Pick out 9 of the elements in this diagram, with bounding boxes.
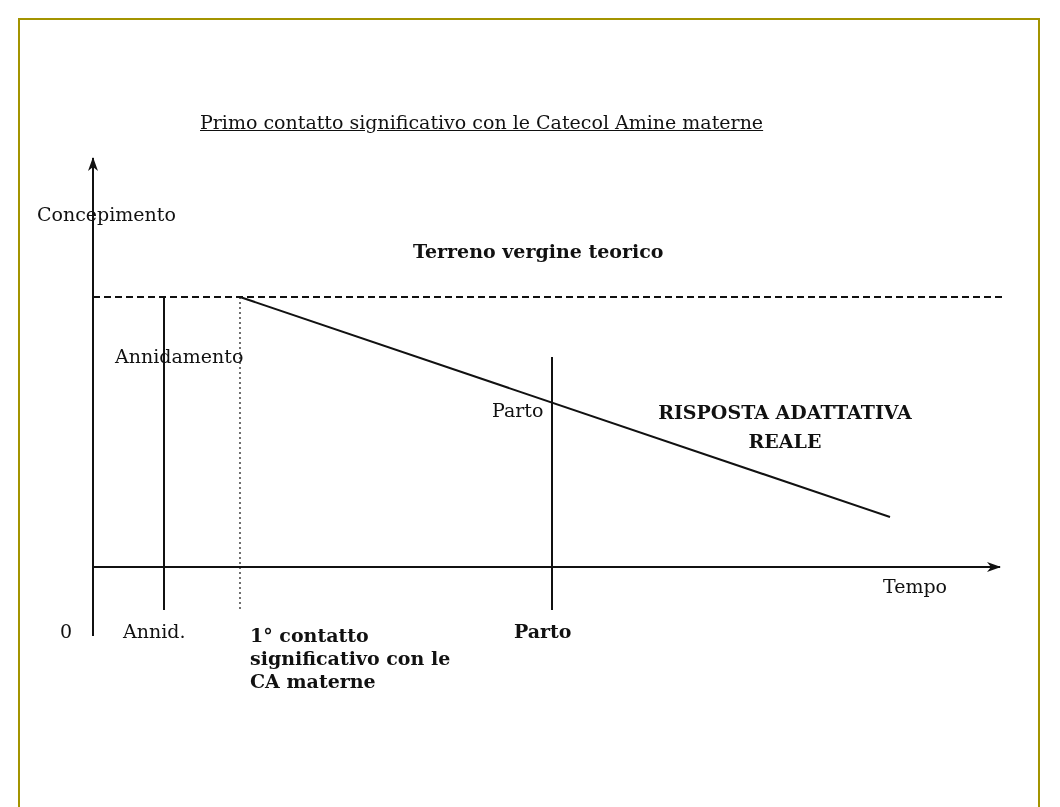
axis-label: Tempo <box>883 575 948 598</box>
tick-label: Annid. <box>123 620 186 643</box>
curve-label: RISPOSTA ADATTATIVA REALE <box>657 400 913 454</box>
line-label: Parto <box>492 399 544 422</box>
tick-label: 0 <box>60 620 73 643</box>
tick-label: 1° contatto significativo con le CA materne <box>250 624 452 693</box>
area-label: Terreno vergine teorico <box>413 240 664 263</box>
tick-label: Parto <box>514 620 572 643</box>
title: Primo contatto significativo con le Catecol Amine materne <box>200 111 764 134</box>
